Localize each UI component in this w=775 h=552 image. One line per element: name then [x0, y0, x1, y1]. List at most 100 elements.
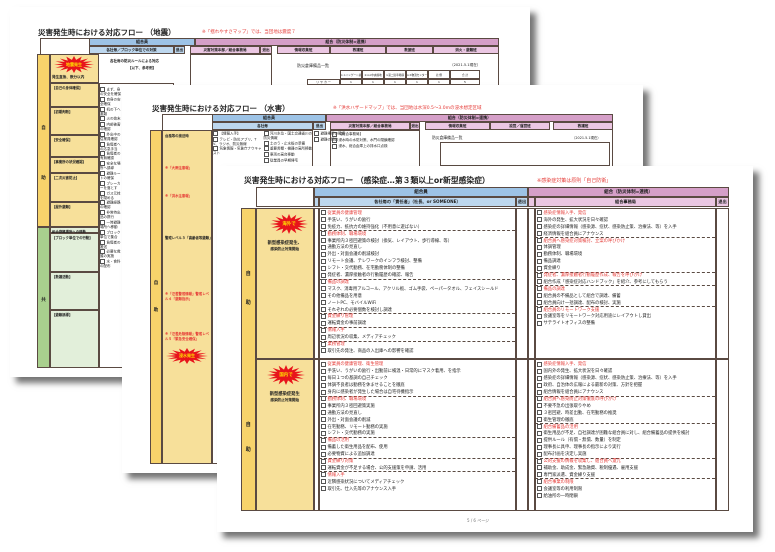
checkbox[interactable] [537, 410, 542, 416]
checklist-item[interactable]: マスク、消毒用アルコール、アクリル板、ゴム手袋、ペーパータオル、フェイスシールド [321, 285, 515, 292]
checkbox[interactable] [321, 272, 326, 278]
checkbox[interactable] [537, 320, 542, 326]
checkbox[interactable] [537, 231, 542, 237]
checklist-item[interactable]: 土のう・止水板の準備 [263, 140, 313, 146]
checklist-item[interactable]: 外出・対面会議の削減 [321, 416, 515, 423]
checklist-item[interactable]: 衛生用品が不足、自社調達が困難な組合員に対し、組合備蓄品の提供を検討 [537, 430, 715, 437]
checkbox[interactable] [321, 382, 326, 388]
checklist-item[interactable]: 従業員の早期帰宅 [263, 157, 313, 163]
checkbox[interactable] [321, 430, 326, 436]
checklist-item[interactable]: 外出・対面会議の削減検討 [321, 251, 515, 258]
checklist-item[interactable]: 海外の発生、拡大状況を日々確認 [537, 216, 715, 223]
checkbox[interactable] [321, 444, 326, 450]
checklist-item[interactable]: 手洗い、うがいの励行 [321, 216, 515, 223]
checkbox[interactable] [537, 251, 542, 257]
checklist-item[interactable]: 負傷者の有無確認 [100, 151, 121, 160]
checkbox[interactable] [321, 286, 326, 292]
checkbox[interactable] [537, 210, 542, 216]
checkbox[interactable] [321, 279, 326, 285]
checklist-item[interactable]: 会議室等をリモートワーク対応用途にレイアウトし貸出 [537, 313, 715, 320]
checklist-item[interactable]: 避難ルートの確保 [100, 170, 121, 180]
checkbox[interactable] [321, 244, 326, 250]
checklist-item[interactable]: 備品調達 [537, 258, 715, 265]
checkbox[interactable] [321, 486, 326, 492]
checkbox[interactable] [537, 493, 542, 499]
checklist-item[interactable]: シフト・交代勤務、在宅勤務体制の整備 [321, 265, 515, 272]
checkbox[interactable] [537, 479, 542, 485]
checklist-item[interactable]: 政府、自治体の広報による最新の対策、方針を把握 [537, 382, 715, 389]
checklist-item[interactable]: まず、身の安全を確保 [100, 87, 121, 96]
checkbox[interactable] [321, 368, 326, 374]
checkbox[interactable] [321, 417, 326, 423]
checklist-item[interactable]: 必要な救護の実施 [100, 249, 121, 258]
checklist-item[interactable]: 身内に感染者が発生した場合は自宅待機指示 [321, 389, 515, 396]
checkbox[interactable] [321, 341, 326, 347]
checkbox[interactable] [263, 151, 269, 157]
checklist-item[interactable]: 国内外の発生、拡大状況を日々確認 [537, 368, 715, 375]
checklist-item[interactable]: 在宅勤務、リモート勤務の実施 [321, 423, 515, 430]
checklist-item[interactable]: シフト・交代勤務の実施 [321, 430, 515, 437]
checkbox[interactable] [537, 417, 542, 423]
checklist-item[interactable]: 河川水位・国土交通省川の防災情報 [263, 131, 312, 140]
checklist-item[interactable]: 事業所内３密回避策の検討（換気、レイアウト、歩行導線、等） [321, 237, 515, 244]
checklist-item[interactable]: 衛生管理の徹底 [537, 416, 715, 423]
checklist-item[interactable]: ブロック単位で集合 [100, 229, 121, 239]
checklist-item[interactable]: 安全な場所へ誘導 [100, 161, 121, 170]
checkbox[interactable] [537, 307, 542, 313]
checklist-item[interactable]: 負傷者の搬送 [100, 239, 121, 249]
checklist-item[interactable]: 組合員の不備品として組合で調達、備蓄 [537, 292, 715, 299]
checkbox[interactable] [537, 217, 542, 223]
checkbox[interactable] [537, 258, 542, 264]
checklist-item[interactable]: 気象情報・気象庁ナウキャスト [213, 146, 262, 155]
checklist-item[interactable]: ガス元栓を閉める [100, 190, 121, 200]
checklist-item[interactable]: 【総合事務局】 [332, 131, 418, 137]
checkbox[interactable] [537, 444, 542, 450]
checkbox[interactable] [332, 137, 337, 143]
checkbox[interactable] [321, 361, 326, 367]
checkbox[interactable] [537, 238, 542, 244]
checklist-item[interactable]: 【情報入手】 [213, 131, 262, 136]
checkbox[interactable] [321, 410, 326, 416]
checkbox[interactable] [321, 238, 326, 244]
checklist-item[interactable]: 浸水時の水防対策、水門の閉鎖確認 [332, 137, 418, 143]
checkbox[interactable] [321, 320, 326, 326]
checklist-item[interactable]: 避難経路の確認 [100, 200, 121, 209]
checkbox[interactable] [263, 146, 269, 152]
checkbox[interactable] [537, 361, 542, 367]
checklist-item[interactable]: 内部被害の確認 [100, 121, 121, 131]
checklist-item[interactable]: 感染症の詳細情報（感染源、症状、感染防止策、治療法、等）を入手 [537, 223, 715, 230]
checklist-item[interactable]: リモート会議、テレワークのインフラ検討、整備 [321, 258, 515, 265]
checklist-item[interactable]: 運転資金が不足する場合、公的支援策を申請、活用 [321, 465, 515, 472]
checkbox[interactable] [321, 300, 326, 306]
checkbox[interactable] [537, 389, 542, 395]
checkbox[interactable] [321, 258, 326, 264]
checklist-item[interactable]: 免疫力、抵抗力の維持強化（不用意に遊ばない） [321, 223, 515, 230]
checkbox[interactable] [537, 430, 542, 436]
checkbox[interactable] [314, 136, 319, 142]
checkbox[interactable] [321, 217, 326, 223]
checkbox[interactable] [537, 265, 542, 271]
checkbox[interactable] [537, 293, 542, 299]
checkbox[interactable] [537, 424, 542, 430]
checklist-item[interactable]: 重要書類・機器の高所移動 [263, 146, 312, 152]
checklist-item[interactable]: 経済情報を組合員にアナウンス [537, 230, 715, 237]
checkbox[interactable] [332, 131, 337, 137]
checkbox[interactable] [321, 424, 326, 430]
checklist-item[interactable]: 周辺状況の収集、メディアチェック [321, 334, 515, 341]
checkbox[interactable] [321, 265, 326, 271]
checkbox[interactable] [537, 465, 542, 471]
checklist-item[interactable]: それぞれの必要個数を検討し調達 [321, 306, 515, 313]
checklist-item[interactable]: ブレーカーを落とす [100, 180, 121, 190]
checkbox[interactable] [537, 279, 542, 285]
checkbox[interactable] [321, 334, 326, 340]
checklist-item[interactable]: 事業所内３密回避策実施 [321, 402, 515, 409]
checkbox[interactable] [321, 293, 326, 299]
checklist-item[interactable]: ノートPC、モバイルWiFi [321, 299, 515, 306]
checklist-item[interactable]: 給油所の一時閉鎖 [537, 492, 715, 499]
checkbox[interactable] [537, 451, 542, 457]
checklist-item[interactable]: テレビ・防災アプリ、TV、ラジオ、防災無線 [213, 136, 262, 146]
checklist-item[interactable]: 組合情報を組合員にアナウンス [537, 389, 715, 396]
checklist-item[interactable]: 浸水、総合倉庫上の排水口点検 [332, 144, 418, 150]
checklist-item[interactable]: 不要不急の出張取りやめ [537, 402, 715, 409]
checkbox[interactable] [537, 382, 542, 388]
